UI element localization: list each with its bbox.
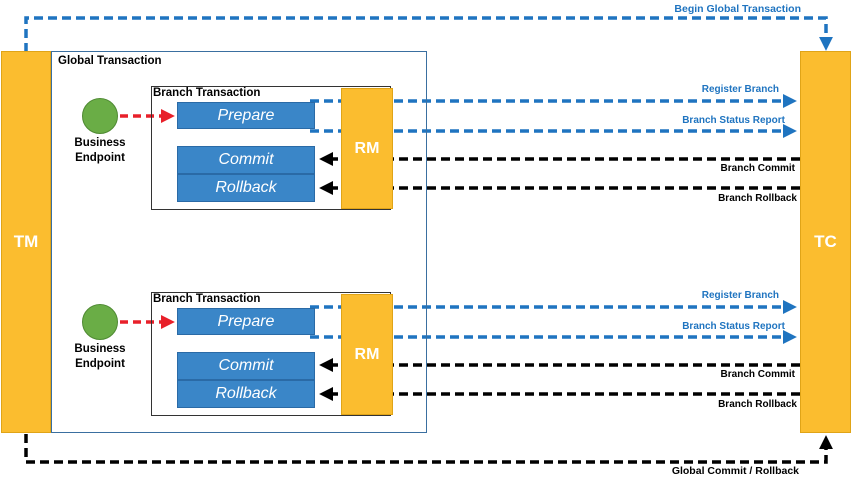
branch-transaction-title-1: Branch Transaction [153,87,261,99]
business-endpoint-icon-1 [82,98,118,134]
status-report-label-1: Branch Status Report [682,115,785,126]
business-endpoint-text-2: Business Endpoint [74,343,126,370]
rollback-box-1: Rollback [177,174,315,202]
rm-box-2: RM [341,294,393,415]
tc-bar: TC [800,51,851,433]
commit-box-2: Commit [177,352,315,380]
branch-rollback-label-1: Branch Rollback [718,193,797,204]
begin-global-label: Begin Global Transaction [674,3,801,15]
commit-label-2: Commit [218,357,274,374]
register-branch-label-1: Register Branch [701,84,779,95]
rollback-box-2: Rollback [177,380,315,408]
branch-commit-label-2: Branch Commit [720,369,795,380]
begin-global-arrow [24,16,833,52]
register-branch-label-2: Register Branch [701,290,779,301]
global-commit-arrow [24,434,833,464]
global-transaction-frame [51,51,427,433]
global-transaction-title: Global Transaction [58,55,162,67]
prepare-label-1: Prepare [217,106,275,124]
rollback-label-1: Rollback [215,179,277,196]
status-report-label-2: Branch Status Report [682,321,785,332]
global-commit-label: Global Commit / Rollback [671,465,799,477]
prepare-box-2: Prepare [177,308,315,335]
rm-label-2: RM [354,345,380,363]
tc-label: TC [814,232,837,251]
business-endpoint-label-1: Business Endpoint [62,136,138,166]
branch-commit-label-1: Branch Commit [720,163,795,174]
commit-label-1: Commit [218,151,274,168]
rm-label-1: RM [354,139,380,157]
tm-label: TM [13,232,39,251]
prepare-label-2: Prepare [217,312,275,330]
rm-box-1: RM [341,88,393,209]
commit-box-1: Commit [177,146,315,174]
tm-bar: TM [1,51,51,433]
rollback-label-2: Rollback [215,385,277,402]
business-endpoint-label-2: Business Endpoint [62,342,138,372]
prepare-box-1: Prepare [177,102,315,129]
business-endpoint-text-1: Business Endpoint [74,137,126,164]
business-endpoint-icon-2 [82,304,118,340]
branch-rollback-label-2: Branch Rollback [718,399,797,410]
branch-transaction-title-2: Branch Transaction [153,293,261,305]
